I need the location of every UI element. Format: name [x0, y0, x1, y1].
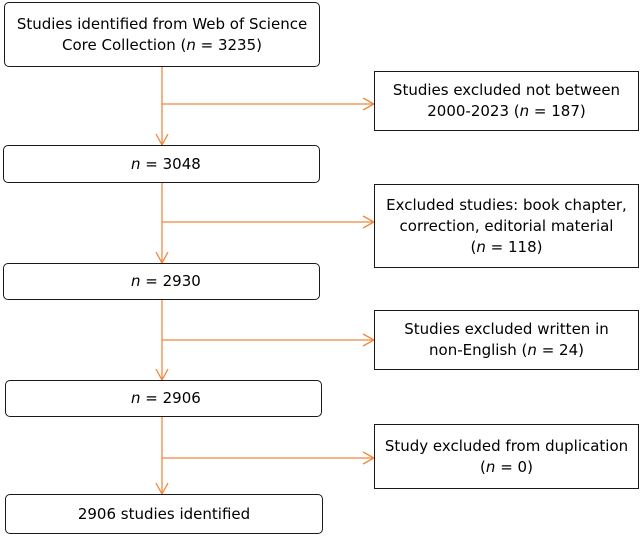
step-box-3048: n = 3048	[3, 145, 320, 183]
step-identified-line2-pre: Core Collection (	[62, 35, 187, 54]
step-identified-line2-post: = 3235)	[195, 35, 262, 54]
n-label: n	[519, 102, 530, 120]
exclusion-date-line1: Studies excluded not between	[392, 81, 621, 99]
exclusion-duplication-line2-pre: (	[480, 457, 486, 476]
exclusion-box-language: Studies excluded written in non-English …	[374, 310, 639, 370]
step-count-3048: = 3048	[140, 154, 201, 173]
n-label: n	[186, 35, 196, 54]
n-label: n	[485, 457, 496, 476]
exclusion-date-line2-pre: 2000-2023 (	[427, 102, 520, 120]
exclusion-duplication-line1: Study excluded from duplication	[384, 436, 629, 455]
exclusion-duplication-line2-post: = 0)	[495, 457, 533, 476]
step-identified-line1: Studies identified from Web of Science	[16, 14, 308, 33]
n-label: n	[527, 341, 537, 359]
exclusion-box-date: Studies excluded not between 2000-2023 (…	[374, 71, 639, 131]
exclusion-language-line2-pre: non-English (	[429, 341, 528, 359]
n-label: n	[131, 389, 141, 407]
step-count-2906: = 2906	[140, 389, 201, 407]
exclusion-type-line3-pre: (	[470, 237, 477, 256]
exclusion-type-line2: correction, editorial material	[399, 216, 614, 235]
step-box-final: 2906 studies identified	[5, 494, 323, 534]
step-final-label: 2906 studies identified	[77, 504, 251, 523]
n-label: n	[131, 272, 141, 290]
n-label: n	[476, 237, 486, 256]
exclusion-date-line2-post: = 187)	[529, 102, 586, 120]
exclusion-language-line1: Studies excluded written in	[404, 320, 609, 338]
exclusion-language-line2-post: = 24)	[536, 341, 584, 359]
step-box-2930: n = 2930	[3, 263, 320, 300]
step-box-2906: n = 2906	[5, 380, 322, 417]
step-count-2930: = 2930	[140, 272, 201, 290]
step-box-identified: Studies identified from Web of Science C…	[4, 2, 320, 67]
exclusion-box-type: Excluded studies: book chapter, correcti…	[374, 184, 639, 268]
exclusion-type-line1: Excluded studies: book chapter,	[386, 195, 627, 214]
exclusion-type-line3-post: = 118)	[485, 237, 543, 256]
n-label: n	[131, 154, 141, 173]
exclusion-box-duplication: Study excluded from duplication (n = 0)	[374, 424, 639, 489]
